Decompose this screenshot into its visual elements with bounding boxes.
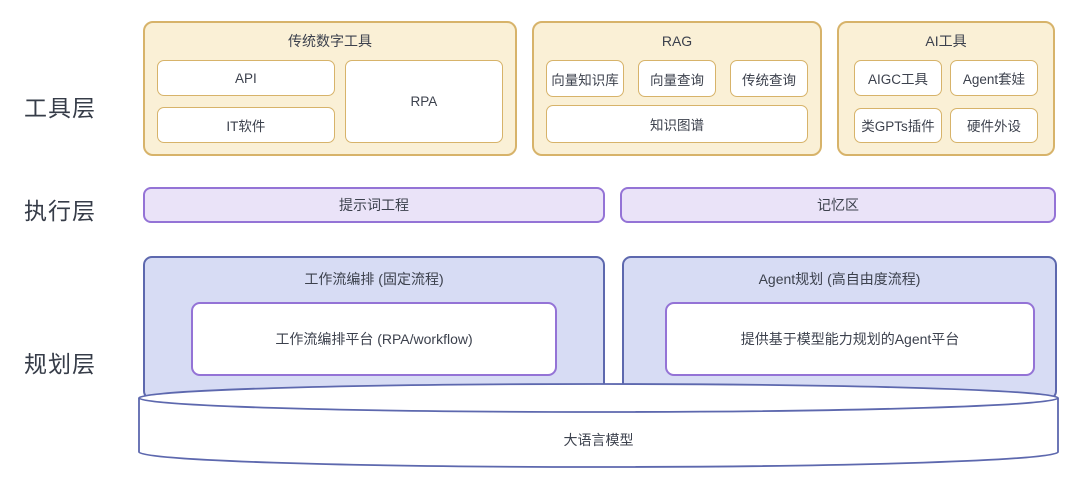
llm-cylinder-label: 大语言模型 bbox=[563, 432, 634, 448]
tool-group-body: 向量知识库 向量查询 传统查询 知识图谱 bbox=[546, 60, 808, 143]
tool-item-rpa: RPA bbox=[344, 60, 503, 143]
llm-cylinder-shape bbox=[138, 383, 1059, 468]
plan-panel-agent: Agent规划 (高自由度流程) 提供基于模型能力规划的Agent平台 bbox=[622, 256, 1057, 400]
tool-item-gpts-plugin: 类GPTs插件 bbox=[854, 107, 942, 143]
tool-group-title: AI工具 bbox=[925, 33, 967, 49]
plan-panel-title: 工作流编排 (固定流程) bbox=[304, 271, 444, 287]
plan-panel-workflow: 工作流编排 (固定流程) 工作流编排平台 (RPA/workflow) bbox=[143, 256, 605, 400]
layer-label-tools: 工具层 bbox=[24, 95, 96, 121]
tool-group-rag: RAG 向量知识库 向量查询 传统查询 知识图谱 bbox=[532, 21, 822, 156]
tool-item-it-software: IT软件 bbox=[157, 107, 335, 143]
tool-item-agent-nest: Agent套娃 bbox=[950, 60, 1038, 96]
plan-panel-content: 提供基于模型能力规划的Agent平台 bbox=[665, 302, 1035, 376]
tool-group-ai: AI工具 AIGC工具 Agent套娃 类GPTs插件 硬件外设 bbox=[837, 21, 1055, 156]
tool-item-knowledge-graph: 知识图谱 bbox=[546, 105, 808, 143]
tool-item-vector-kb: 向量知识库 bbox=[546, 60, 624, 98]
tool-group-body: AIGC工具 Agent套娃 类GPTs插件 硬件外设 bbox=[854, 60, 1038, 143]
tool-item-trad-query: 传统查询 bbox=[730, 60, 808, 98]
tool-group-title: RAG bbox=[661, 33, 693, 49]
exec-box-prompt-engineering: 提示词工程 bbox=[143, 187, 605, 223]
tool-item-api: API bbox=[157, 60, 335, 96]
tool-group-traditional: 传统数字工具 API IT软件 RPA bbox=[143, 21, 517, 156]
tool-group-row: 向量知识库 向量查询 传统查询 bbox=[546, 60, 808, 98]
tool-item-aigc: AIGC工具 bbox=[854, 60, 942, 96]
layer-label-execution: 执行层 bbox=[24, 198, 96, 224]
tool-group-body: API IT软件 RPA bbox=[157, 60, 503, 143]
plan-panel-content: 工作流编排平台 (RPA/workflow) bbox=[191, 302, 557, 376]
tool-item-hardware: 硬件外设 bbox=[950, 107, 1038, 143]
plan-panel-title: Agent规划 (高自由度流程) bbox=[758, 271, 921, 287]
exec-box-memory: 记忆区 bbox=[620, 187, 1056, 223]
layer-label-planning: 规划层 bbox=[24, 351, 96, 377]
tool-group-column: API IT软件 bbox=[157, 60, 335, 143]
tool-group-title: 传统数字工具 bbox=[288, 33, 372, 49]
tool-item-vector-query: 向量查询 bbox=[638, 60, 716, 98]
